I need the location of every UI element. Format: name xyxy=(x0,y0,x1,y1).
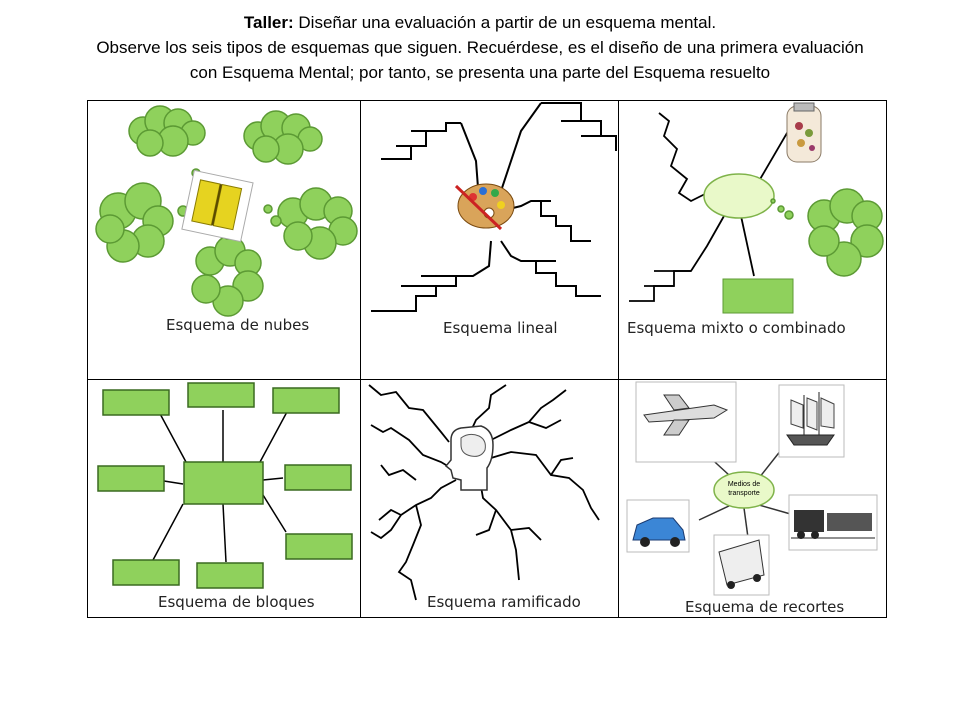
jar-icon xyxy=(786,102,822,163)
head-brain-icon xyxy=(444,425,494,491)
central-node xyxy=(713,471,775,509)
scheme-label: Esquema de nubes xyxy=(166,316,310,334)
cell-bloques: Esquema de bloques xyxy=(88,380,360,619)
block xyxy=(272,387,340,414)
grid-divider xyxy=(618,101,619,617)
central-node-text-line-1: Medios de xyxy=(727,481,761,488)
airplane-icon xyxy=(635,381,737,463)
grid-divider xyxy=(88,379,886,380)
block xyxy=(285,533,353,560)
block xyxy=(112,559,180,586)
scheme-label: Esquema de recortes xyxy=(685,598,845,616)
palette-icon xyxy=(454,183,515,231)
block xyxy=(284,464,352,491)
block xyxy=(187,382,255,408)
central-node-text: Medios de transporte xyxy=(715,480,773,498)
cell-recortes: Medios de transporte Esquema de recortes xyxy=(619,380,888,619)
cloud-shape xyxy=(243,110,323,165)
branched-diagram xyxy=(368,384,600,601)
grid-divider xyxy=(360,101,361,617)
block-central xyxy=(183,461,264,505)
cell-ramificado: Esquema ramificado xyxy=(361,380,618,619)
ship-icon xyxy=(778,384,845,458)
scheme-label: Esquema ramificado xyxy=(427,593,581,611)
cell-lineal: Esquema lineal xyxy=(361,101,618,379)
train-icon xyxy=(788,494,878,551)
schemes-grid: Esquema de nubes xyxy=(87,100,887,618)
cell-mixto: Esquema mixto o combinado xyxy=(619,101,888,379)
linear-diagram xyxy=(371,102,617,312)
cloud-shape xyxy=(277,187,358,260)
cloud-shape xyxy=(807,188,884,277)
header: Taller: Diseñar una evaluación a partir … xyxy=(40,10,920,85)
green-box xyxy=(722,278,794,314)
block xyxy=(97,465,165,492)
block xyxy=(102,389,170,416)
header-title: Diseñar una evaluación a partir de un es… xyxy=(293,13,717,32)
cloud-diagram xyxy=(95,105,358,317)
header-line-2: Observe los seis tipos de esquemas que s… xyxy=(96,38,864,57)
block xyxy=(196,562,264,589)
scheme-label: Esquema de bloques xyxy=(158,593,315,611)
cell-nubes: Esquema de nubes xyxy=(88,101,360,379)
header-bold-prefix: Taller: xyxy=(243,13,294,32)
scheme-label: Esquema mixto o combinado xyxy=(627,319,846,337)
car-icon xyxy=(626,499,690,553)
header-line-3: con Esquema Mental; por tanto, se presen… xyxy=(189,63,771,82)
mixed-diagram xyxy=(629,102,884,314)
header-line-1: Taller: Diseñar una evaluación a partir … xyxy=(40,10,920,35)
block-diagram xyxy=(97,382,353,589)
central-node-text-line-2: transporte xyxy=(728,490,760,497)
central-node xyxy=(703,173,775,219)
book-icon xyxy=(181,169,254,243)
cutout-diagram xyxy=(626,381,878,596)
bus-icon xyxy=(713,534,770,596)
scheme-label: Esquema lineal xyxy=(443,319,558,337)
cloud-shape xyxy=(95,182,174,263)
cloud-shape xyxy=(128,105,206,157)
cloud-shape xyxy=(191,235,264,317)
